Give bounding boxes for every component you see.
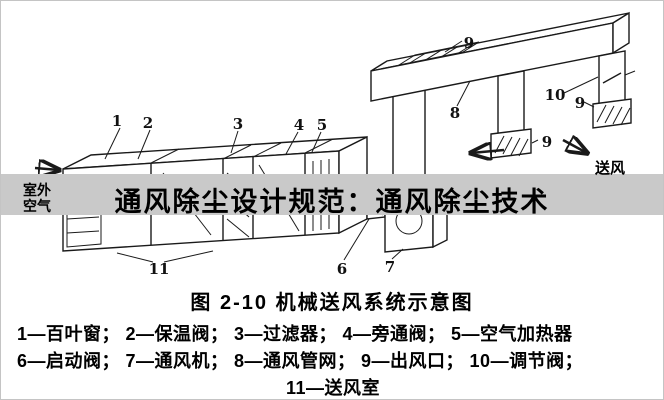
louver-slat [66, 230, 100, 234]
leader-11a [116, 252, 154, 263]
callout-3: 3 [233, 115, 243, 133]
callouts: 1 2 3 4 5 6 7 8 9 9 9 10 11 [104, 34, 599, 278]
hatch-line [226, 218, 250, 238]
hatch-line [612, 106, 623, 125]
leader-9-right [583, 101, 595, 108]
hatch-line [424, 49, 442, 61]
outdoor-air-label: 室外 空气 [23, 182, 51, 214]
supply-air-label: 送风 [595, 160, 626, 177]
intake-arrow [34, 168, 59, 170]
damper-handle [624, 70, 636, 76]
callout-2: 2 [143, 114, 153, 132]
middle-drop-duct [490, 70, 532, 159]
header-end-face [612, 11, 630, 55]
hatch-line [518, 138, 529, 157]
legend-line-1: 1—百叶窗； 2—保温阀； 3—过滤器； 4—旁通阀； 5—空气加热器 [17, 324, 573, 344]
damper-blade [602, 72, 622, 84]
supply-arrow [562, 140, 587, 153]
divider-top [304, 138, 334, 154]
hatch-line [604, 105, 615, 124]
callout-7: 7 [385, 258, 395, 276]
leader-3 [230, 130, 239, 154]
callout-9-mid: 9 [542, 133, 552, 151]
callout-6: 6 [337, 260, 347, 278]
leader-1 [104, 127, 121, 160]
divider-top [150, 148, 180, 164]
middle-drop-body [497, 70, 525, 140]
hatch-line [456, 43, 474, 55]
callout-5: 5 [317, 116, 327, 134]
callout-9-top: 9 [464, 34, 474, 52]
middle-outlet [490, 128, 532, 159]
figure-caption: 图 2-10 机械送风系统示意图 [190, 292, 474, 314]
hatch-line [596, 104, 607, 123]
leader-8 [456, 80, 471, 107]
hatch-line [440, 46, 458, 58]
callout-10: 10 [545, 86, 566, 104]
callout-8: 8 [450, 104, 460, 122]
watermark-title: 通风除尘设计规范：通风除尘技术 [114, 187, 550, 217]
hatch-line [502, 136, 513, 155]
leader-2 [137, 129, 151, 160]
callout-9-right: 9 [575, 94, 585, 112]
hatch-line [510, 137, 521, 156]
divider-top [222, 144, 252, 160]
hatch-line [408, 53, 426, 64]
watermark-band [1, 174, 663, 215]
outdoor-air-line2: 空气 [23, 198, 51, 214]
header-duct [370, 11, 630, 102]
flow-arrows [34, 140, 587, 170]
leader-4 [285, 131, 299, 155]
leader-9-mid [531, 139, 539, 144]
outdoor-air-line1: 室外 [23, 182, 51, 198]
right-outlet [592, 98, 632, 129]
callout-11: 11 [149, 260, 170, 278]
callout-4: 4 [294, 116, 304, 134]
legend-line-3: 11—送风室 [285, 378, 381, 398]
leader-7 [391, 248, 404, 260]
leader-11b [163, 250, 214, 263]
leader-5 [311, 131, 322, 153]
leader-10 [561, 76, 599, 95]
mid-outlet-arrow [471, 150, 505, 153]
leader-6 [343, 218, 370, 261]
top-outlet-hatch [398, 41, 480, 66]
callout-1: 1 [112, 112, 122, 130]
divider-top [252, 142, 282, 158]
figure-legend: 1—百叶窗； 2—保温阀； 3—过滤器； 4—旁通阀； 5—空气加热器 6—启动… [17, 321, 649, 399]
hatch-line [620, 107, 631, 126]
leader-9-top [444, 40, 463, 53]
right-drop-duct [592, 50, 636, 129]
legend-line-2: 6—启动阀； 7—通风机； 8—通风管网； 9—出风口； 10—调节阀； [17, 351, 584, 371]
louver-slat [66, 216, 100, 220]
